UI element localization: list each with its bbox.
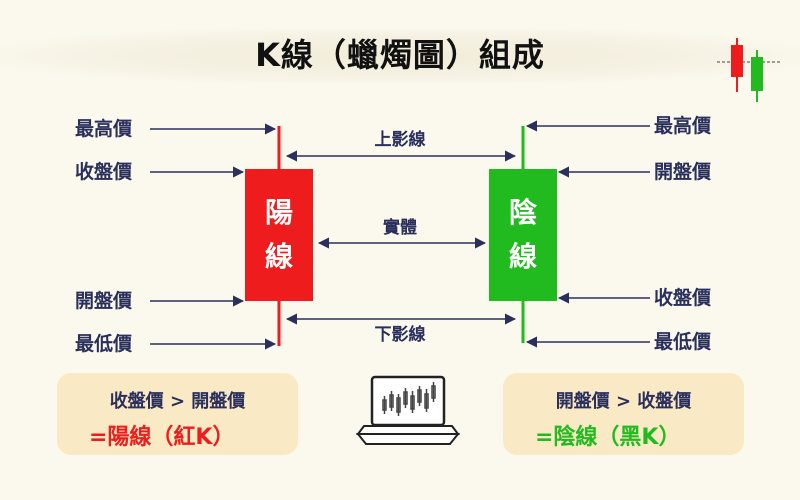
- yang-low-label: 最低價: [75, 333, 133, 355]
- yin-low-label: 最低價: [654, 331, 712, 353]
- lower-shadow-label: 下影線: [374, 325, 426, 345]
- yin-arrows: [525, 120, 650, 348]
- candlestick-logo-icon: [717, 38, 782, 102]
- yin-name-bottom: 線: [508, 240, 537, 273]
- yin-name-top: 陰: [508, 196, 537, 229]
- page-title: K線（蠟燭圖）組成: [255, 36, 545, 74]
- title-band: [0, 28, 800, 84]
- yin-result: =陰線（黑K）: [535, 425, 681, 450]
- yang-name-bottom: 線: [264, 240, 293, 273]
- yang-result: =陽線（紅K）: [89, 425, 235, 450]
- yang-close-label: 收盤價: [75, 161, 133, 183]
- yang-arrows: [150, 123, 277, 350]
- yang-name-top: 陽: [264, 196, 293, 229]
- yang-rule: 收盤價 > 開盤價: [109, 391, 246, 412]
- yang-rule-box: 收盤價 > 開盤價 =陽線（紅K）: [57, 373, 298, 455]
- yin-rule: 開盤價 > 收盤價: [555, 391, 692, 412]
- yin-high-label: 最高價: [654, 115, 712, 137]
- upper-shadow-label: 上影線: [374, 130, 426, 150]
- yang-candle: [245, 126, 313, 346]
- yin-rule-box: 開盤價 > 收盤價 =陰線（黑K）: [503, 373, 744, 455]
- yang-high-label: 最高價: [75, 118, 133, 140]
- yang-open-label: 開盤價: [75, 290, 133, 312]
- yin-close-label: 收盤價: [654, 287, 712, 309]
- yin-open-label: 開盤價: [654, 161, 712, 183]
- laptop-icon: [355, 375, 461, 445]
- yin-candle: [489, 126, 557, 343]
- middle-arrows: [285, 150, 517, 325]
- real-body-label: 實體: [383, 218, 417, 238]
